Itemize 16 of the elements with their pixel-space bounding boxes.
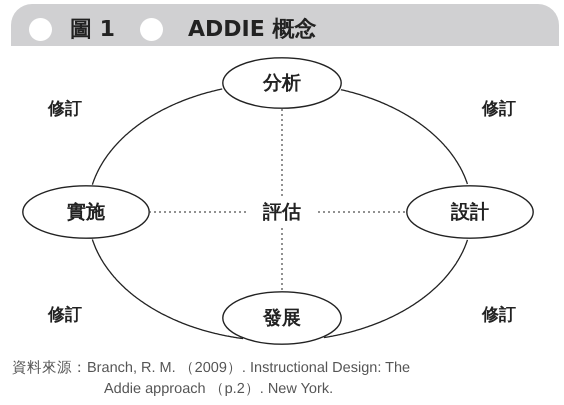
process-ellipse: 實施 [22, 185, 150, 239]
ring-arc [324, 240, 468, 338]
revision-label: 修訂 [482, 98, 516, 120]
ring-arc [92, 239, 244, 340]
source-citation: 資料來源：Branch, R. M. （2009）. Instructional Design: The Addie approach （p.2）. New York. [12, 359, 412, 399]
ring-arc [340, 89, 468, 184]
revision-label: 修訂 [48, 304, 82, 326]
process-ellipse: 分析 [222, 57, 342, 109]
figure-number: 圖 1 [70, 16, 115, 44]
title: ADDIE 概念 [188, 16, 316, 44]
process-ellipse: 發展 [222, 291, 342, 345]
revision-label: 修訂 [482, 304, 516, 326]
stage-label: 評估 [246, 196, 318, 228]
ring-arc [92, 88, 222, 185]
process-ellipse: 設計 [406, 185, 534, 239]
revision-label: 修訂 [48, 98, 82, 120]
